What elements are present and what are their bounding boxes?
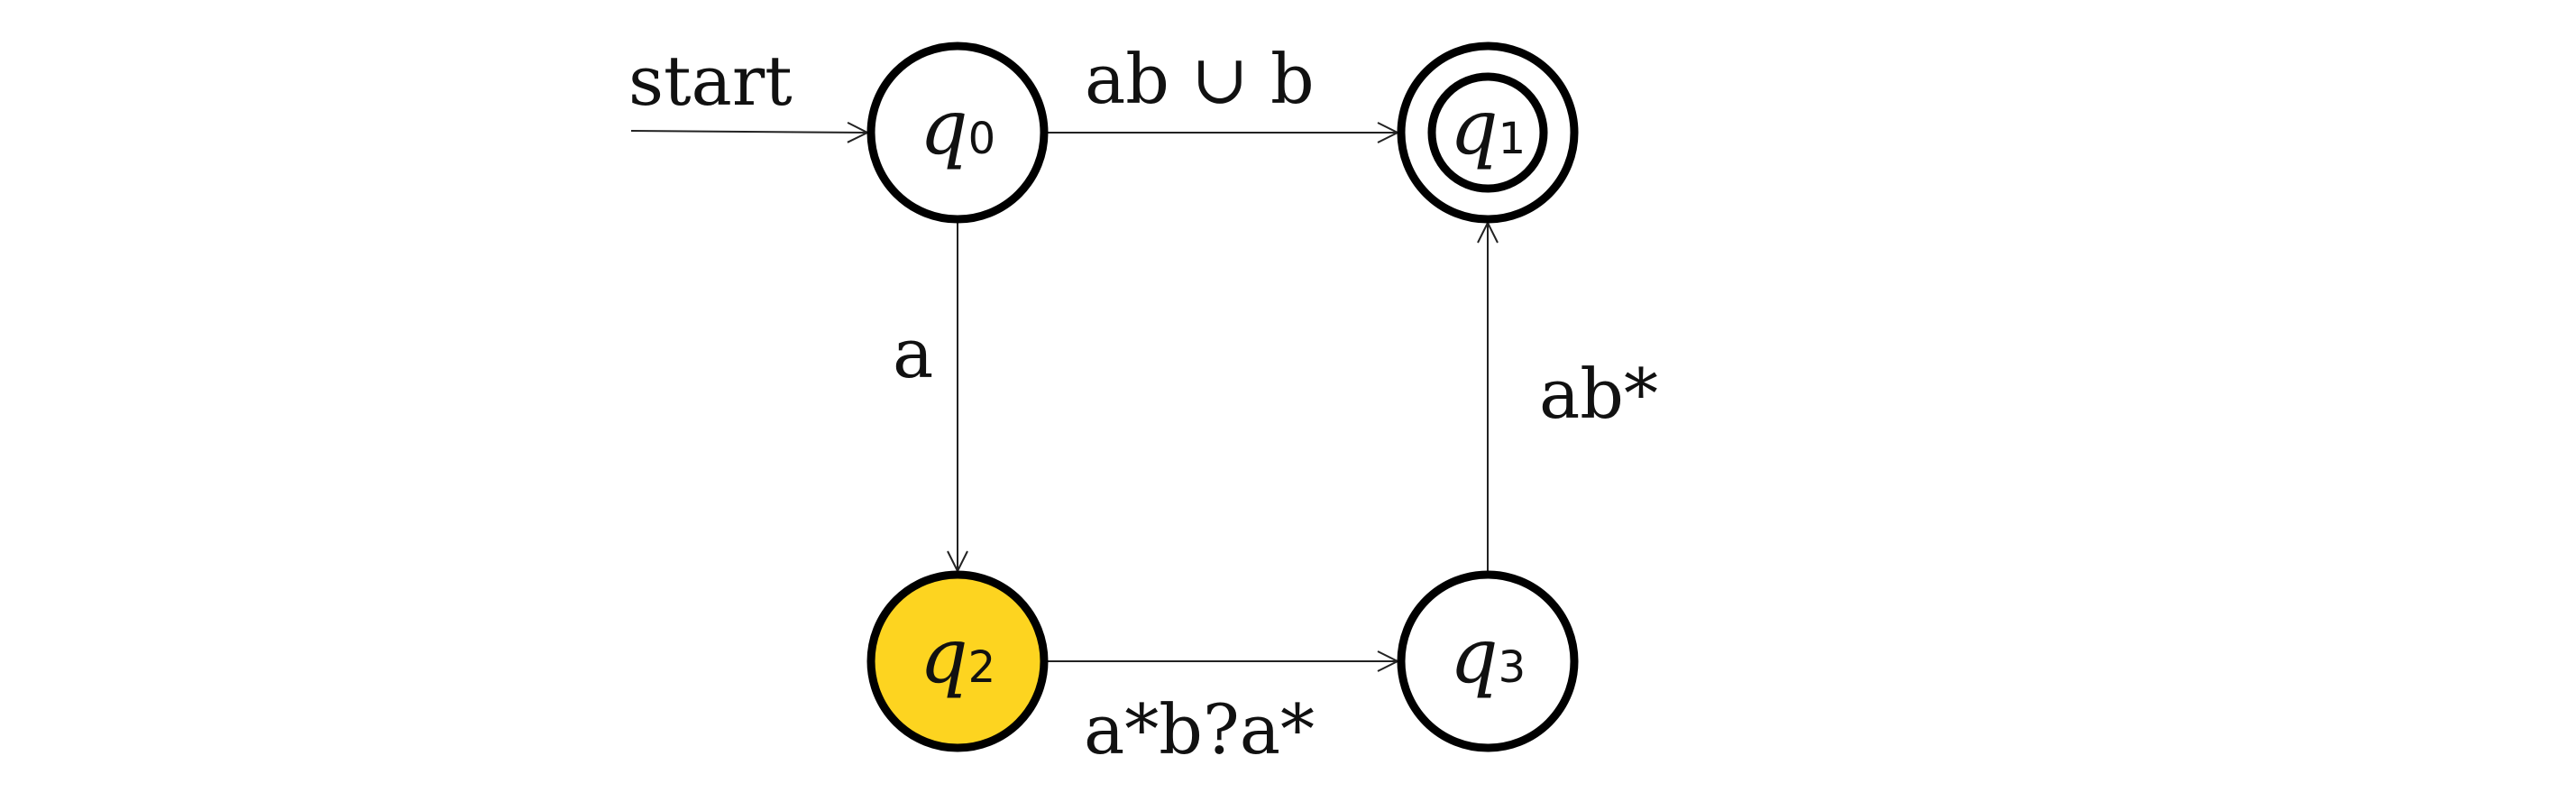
state-q2-circle — [866, 570, 1049, 752]
edge-label-q2-q3: a*b?a* — [1084, 689, 1315, 770]
state-q1-label: q1 — [1450, 83, 1526, 171]
edge-label-q0-q2: a — [893, 313, 933, 393]
state-q2-label: q2 — [920, 612, 995, 700]
start-arrow — [630, 131, 867, 133]
state-q0-circle — [866, 41, 1049, 224]
state-q1-inner-circle — [1427, 72, 1548, 193]
state-q1-outer-circle — [1397, 41, 1579, 224]
start-label: start — [628, 41, 793, 121]
state-q2: q2 — [866, 570, 1049, 752]
state-q3-circle — [1397, 570, 1579, 752]
state-q1: q1 — [1397, 41, 1579, 224]
state-q0-label: q0 — [920, 83, 995, 171]
state-q3: q3 — [1397, 570, 1579, 752]
edge-label-q0-q1: ab ∪ b — [1085, 39, 1315, 119]
edge-label-q3-q1: ab* — [1539, 354, 1658, 434]
state-q3-label: q3 — [1450, 612, 1526, 700]
state-q0: q0 — [866, 41, 1049, 224]
